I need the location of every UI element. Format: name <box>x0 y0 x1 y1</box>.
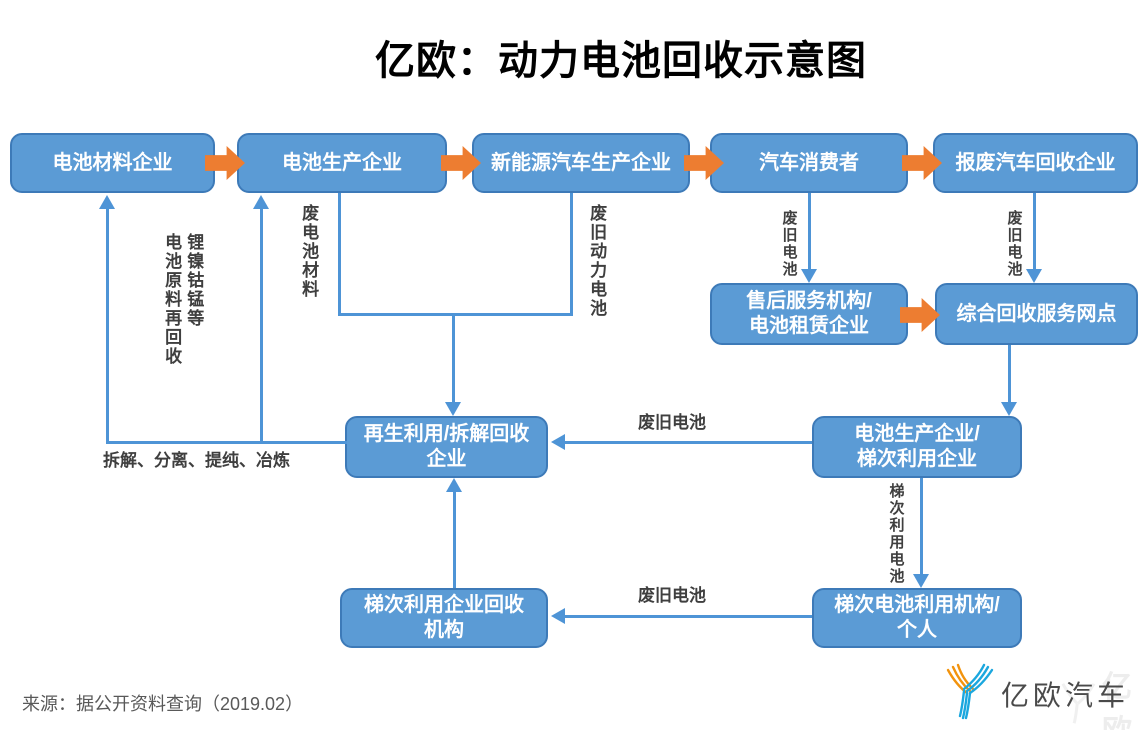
box-echelon-recycler-org: 梯次利用企业回收 机构 <box>340 588 548 648</box>
source-note: 来源：据公开资料查询（2019.02） <box>22 694 304 714</box>
connector-mid-horizontal <box>564 441 812 444</box>
diagram-title: 亿欧：动力电池回收示意图 <box>375 39 867 83</box>
connector-merge-horizontal <box>338 313 573 316</box>
label-waste-power-battery: 废旧动力电池 <box>587 204 607 318</box>
box-car-consumer: 汽车消费者 <box>710 133 908 193</box>
arrowhead-down-network-icon <box>1026 269 1042 283</box>
connector-consumer-down <box>808 193 811 270</box>
connector-scrap-down <box>1033 193 1036 270</box>
box-nev-producer: 新能源汽车生产企业 <box>472 133 690 193</box>
arrowhead-down-producer-echelon-icon <box>1001 402 1017 416</box>
box-battery-producer: 电池生产企业 <box>237 133 447 193</box>
box-scrap-car-recycler: 报废汽车回收企业 <box>933 133 1138 193</box>
box-recycling-network: 综合回收服务网点 <box>935 283 1138 345</box>
connector-bottom-horizontal <box>564 615 812 618</box>
connector-down-nev <box>570 193 573 315</box>
watermark-text: 亿欧 <box>1102 671 1132 730</box>
connector-up-material <box>106 208 109 443</box>
arrowhead-up-regeneration-icon <box>446 478 462 492</box>
connector-network-down <box>1008 345 1011 403</box>
box-battery-material-company: 电池材料企业 <box>10 133 215 193</box>
connector-echelon-down <box>920 478 923 575</box>
arrowhead-down-aftersales-icon <box>801 269 817 283</box>
connector-recycle-horizontal <box>106 441 347 444</box>
box-regeneration-dismantling: 再生利用/拆解回收 企业 <box>345 416 548 478</box>
box-echelon-user-individual: 梯次电池利用机构/ 个人 <box>812 588 1022 648</box>
label-echelon-use-battery: 梯次利用电池 <box>887 483 905 585</box>
arrowhead-up-to-producer-icon <box>253 195 269 209</box>
watermark-logo-icon <box>1058 680 1098 730</box>
connector-down-producer <box>338 193 341 315</box>
label-waste-battery-material: 废电池材料 <box>299 204 319 299</box>
connector-up-producer <box>260 208 263 443</box>
label-waste-battery-from-scrap: 废旧电池 <box>1005 210 1023 278</box>
arrowhead-left-echelon-recycler-icon <box>551 608 565 624</box>
arrowhead-down-echelon-user-icon <box>913 574 929 588</box>
arrowhead-down-regeneration-icon <box>445 402 461 416</box>
box-producer-echelon-company: 电池生产企业/ 梯次利用企业 <box>812 416 1022 478</box>
watermark: 亿欧 <box>1058 662 1142 730</box>
label-raw-material-recycle: 锂镍钴锰等 电池原料再回收 <box>162 233 204 366</box>
label-waste-battery-bottom: 废旧电池 <box>638 586 706 605</box>
connector-to-regeneration <box>452 315 455 403</box>
box-after-sales-service: 售后服务机构/ 电池租赁企业 <box>710 283 908 345</box>
connector-echelon-up <box>453 490 456 588</box>
arrowhead-left-regeneration-icon <box>551 434 565 450</box>
logo: 亿欧汽车 <box>943 662 1129 725</box>
arrowhead-up-to-material-icon <box>99 195 115 209</box>
logo-text: 亿欧汽车 <box>1001 679 1130 711</box>
label-process-steps: 拆解、分离、提纯、冶炼 <box>103 451 290 470</box>
eo-auto-logo-icon <box>943 662 995 725</box>
label-waste-battery-from-consumer: 废旧电池 <box>780 210 798 278</box>
label-waste-battery-mid: 废旧电池 <box>638 413 706 432</box>
